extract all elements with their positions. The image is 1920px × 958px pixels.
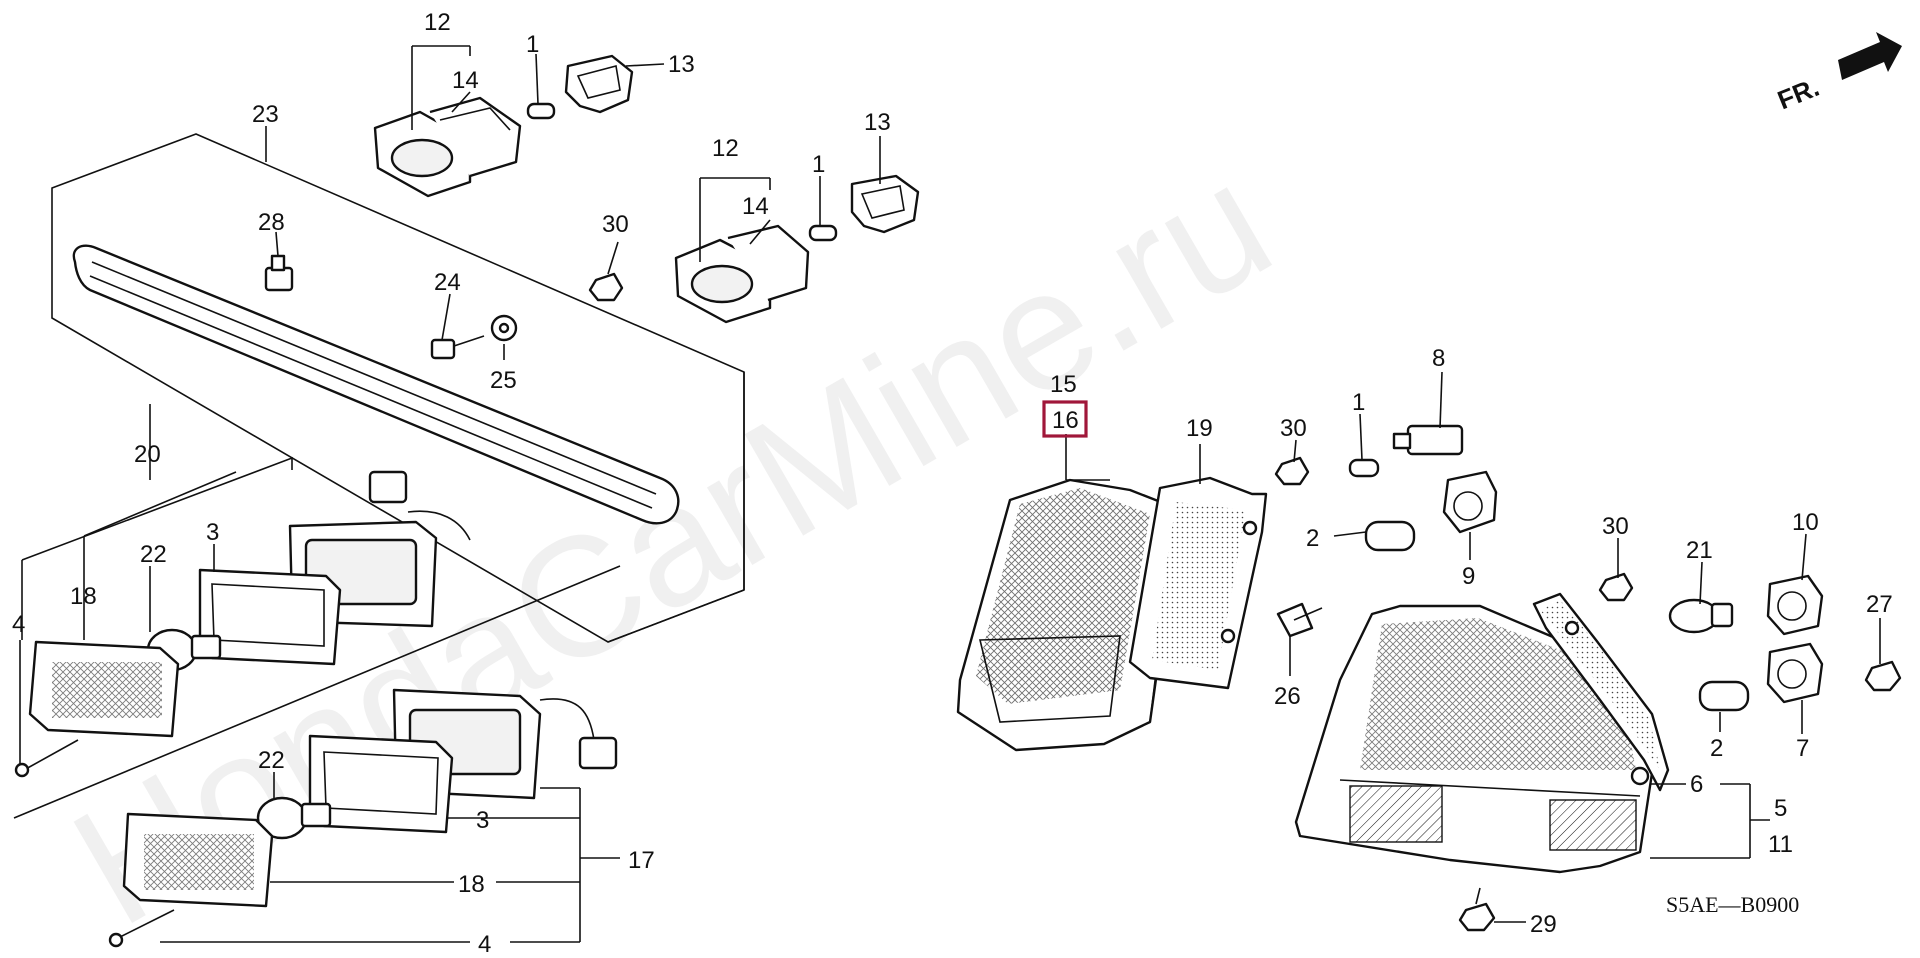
screw-4b xyxy=(108,909,175,948)
callout-30b: 30 xyxy=(1280,415,1307,442)
callout-21: 21 xyxy=(1686,537,1713,564)
socket-8 xyxy=(1392,424,1464,456)
callout-5: 5 xyxy=(1774,795,1787,822)
callout-3b: 3 xyxy=(476,807,489,834)
callout-14a: 14 xyxy=(452,67,479,94)
callout-28: 28 xyxy=(258,209,285,236)
callout-2a: 2 xyxy=(1306,525,1319,552)
callout-18a: 18 xyxy=(70,583,97,610)
nut-30c xyxy=(1598,572,1634,602)
callout-labels: 12 14 1 13 23 12 14 1 13 28 30 24 25 20 … xyxy=(12,9,1893,958)
callout-16-highlighted[interactable]: 16 xyxy=(1052,407,1079,434)
callout-27: 27 xyxy=(1866,591,1893,618)
callout-24: 24 xyxy=(434,269,461,296)
front-direction-label: FR. xyxy=(1773,72,1823,116)
high-mount-brake-light xyxy=(72,244,680,525)
callout-4b: 4 xyxy=(478,931,491,958)
tail-light-assembly xyxy=(1294,592,1670,874)
socket-9 xyxy=(1442,470,1498,534)
front-direction-arrow-icon xyxy=(1838,32,1902,80)
callout-8: 8 xyxy=(1432,345,1445,372)
bulb-1c xyxy=(1348,458,1380,478)
washer-25 xyxy=(490,314,518,342)
screw-24 xyxy=(430,335,485,360)
highlight-box xyxy=(1042,400,1088,438)
callout-26: 26 xyxy=(1274,683,1301,710)
side-marker-lens-lower xyxy=(122,812,274,908)
callout-23: 23 xyxy=(252,101,279,128)
callout-9: 9 xyxy=(1462,563,1475,590)
callout-17: 17 xyxy=(628,847,655,874)
callout-30a: 30 xyxy=(602,211,629,238)
callout-2b: 2 xyxy=(1710,735,1723,762)
bulb-2a xyxy=(1364,520,1416,552)
callout-6: 6 xyxy=(1690,771,1703,798)
socket-13b xyxy=(850,174,920,234)
callout-18b: 18 xyxy=(458,871,485,898)
license-lamp-right xyxy=(674,224,810,324)
callout-12a: 12 xyxy=(424,9,451,36)
callout-22a: 22 xyxy=(140,541,167,568)
callout-13b: 13 xyxy=(864,109,891,136)
bulb-22b xyxy=(256,796,332,840)
screw-27 xyxy=(1864,660,1902,692)
side-marker-box xyxy=(13,456,621,819)
bulb-21 xyxy=(1668,598,1734,634)
callout-1a: 1 xyxy=(526,31,539,58)
callout-22b: 22 xyxy=(258,747,285,774)
side-marker-lens-upper xyxy=(28,640,180,738)
callout-14b: 14 xyxy=(742,193,769,220)
callout-3a: 3 xyxy=(206,519,219,546)
callout-19: 19 xyxy=(1186,415,1213,442)
gasket-19 xyxy=(1128,476,1268,690)
socket-10 xyxy=(1766,574,1824,636)
callout-10: 10 xyxy=(1792,509,1819,536)
callout-1c: 1 xyxy=(1352,389,1365,416)
callout-20: 20 xyxy=(134,441,161,468)
leader-lines xyxy=(19,45,1881,943)
socket-7 xyxy=(1766,642,1824,704)
bulb-icon xyxy=(526,102,556,120)
callout-30c: 30 xyxy=(1602,513,1629,540)
callout-12b: 12 xyxy=(712,135,739,162)
callout-25: 25 xyxy=(490,367,517,394)
callout-29: 29 xyxy=(1530,911,1557,938)
callout-13a: 13 xyxy=(668,51,695,78)
bolt-26 xyxy=(1276,602,1323,638)
nut-30a xyxy=(588,272,624,302)
bulb-2b xyxy=(1698,680,1750,712)
clip-28 xyxy=(264,254,294,292)
spoiler-assembly-box xyxy=(51,133,745,643)
nut-30b xyxy=(1274,456,1310,486)
callout-7: 7 xyxy=(1796,735,1809,762)
diagram-code: S5AE—B0900 xyxy=(1666,892,1799,917)
callout-15: 15 xyxy=(1050,371,1077,398)
callout-11: 11 xyxy=(1768,831,1793,858)
screw-4a xyxy=(14,739,79,778)
screw-29 xyxy=(1458,887,1496,932)
callout-4a: 4 xyxy=(12,611,25,638)
gasket-3b xyxy=(308,734,454,834)
callout-1b: 1 xyxy=(812,151,825,178)
socket-13a xyxy=(564,54,634,114)
license-lamp-left xyxy=(373,96,522,198)
bulb-icon xyxy=(808,224,838,242)
